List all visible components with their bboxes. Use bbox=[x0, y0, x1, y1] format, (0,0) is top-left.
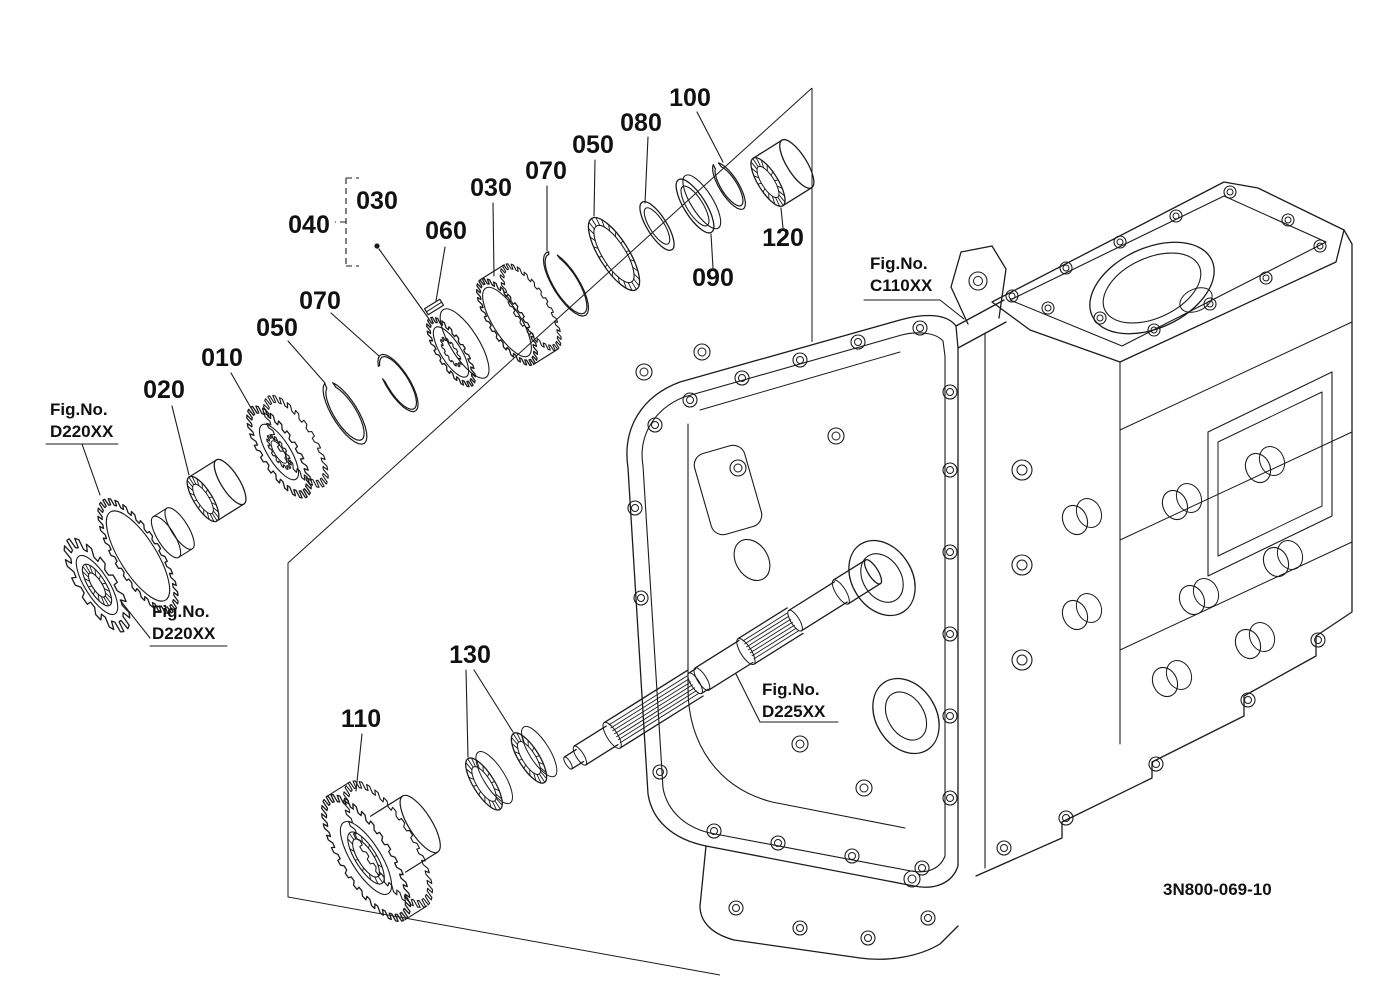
part-shaft-d225xx bbox=[563, 559, 883, 770]
callout-050-left: 050 bbox=[256, 314, 298, 342]
part-ring-090 bbox=[675, 174, 722, 234]
fig-ref-c110xx-label: Fig.No. bbox=[870, 254, 928, 273]
fig-ref-c110xx-code: C110XX bbox=[870, 276, 933, 295]
fig-ref-d225xx-label: Fig.No. bbox=[762, 680, 820, 699]
fig-ref-d220xx-lower-label: Fig.No. bbox=[152, 602, 210, 621]
callout-130: 130 bbox=[449, 641, 491, 669]
part-bearing-120 bbox=[750, 138, 815, 207]
part-sleeve-030 bbox=[475, 263, 562, 367]
assembly-040-bracket bbox=[335, 177, 380, 267]
callout-010: 010 bbox=[201, 344, 243, 372]
fig-ref-d220xx-upper-label: Fig.No. bbox=[50, 400, 108, 419]
part-ring-050-right bbox=[587, 216, 641, 292]
callout-060: 060 bbox=[425, 217, 467, 245]
part-ring-080 bbox=[639, 201, 675, 251]
callout-020: 020 bbox=[143, 376, 185, 404]
fig-ref-d220xx-lower-code: D220XX bbox=[152, 624, 216, 643]
transmission-case bbox=[626, 181, 1353, 960]
callout-070-left: 070 bbox=[299, 287, 341, 315]
callout-080: 080 bbox=[620, 109, 662, 137]
callout-030: 030 bbox=[470, 174, 512, 202]
callout-100: 100 bbox=[669, 84, 711, 112]
part-gear-110 bbox=[321, 780, 441, 922]
callout-090: 090 bbox=[692, 264, 734, 292]
part-gear-010 bbox=[246, 394, 329, 499]
callout-070-right: 070 bbox=[525, 157, 567, 185]
callout-040: 040 bbox=[288, 211, 330, 239]
callout-110: 110 bbox=[341, 705, 381, 733]
part-gear-cluster-d220xx bbox=[63, 498, 195, 633]
callout-030-group: 030 bbox=[356, 187, 398, 215]
leader-dot bbox=[374, 243, 380, 249]
part-bearings-130 bbox=[465, 725, 558, 811]
part-hub-040 bbox=[426, 308, 490, 388]
part-spring-070-left bbox=[377, 353, 419, 413]
part-bearing-020 bbox=[186, 458, 247, 523]
labels-layer: 010 020 030 030 040 050 050 060 070 070 080 090 100 1… bbox=[50, 84, 933, 733]
exploded-view-plane bbox=[287, 87, 813, 976]
callout-050-right: 050 bbox=[572, 131, 614, 159]
leader-lines bbox=[45, 111, 965, 792]
part-spring-070-right bbox=[542, 251, 590, 317]
callout-120: 120 bbox=[762, 224, 804, 252]
fig-ref-d225xx-code: D225XX bbox=[762, 702, 826, 721]
fig-ref-d220xx-upper-code: D220XX bbox=[50, 422, 114, 441]
part-snap-ring-050-left bbox=[322, 382, 368, 445]
part-key-060 bbox=[423, 298, 445, 316]
part-snap-ring-100 bbox=[712, 162, 746, 210]
drawing-number: 3N800-069-10 bbox=[1163, 880, 1272, 899]
